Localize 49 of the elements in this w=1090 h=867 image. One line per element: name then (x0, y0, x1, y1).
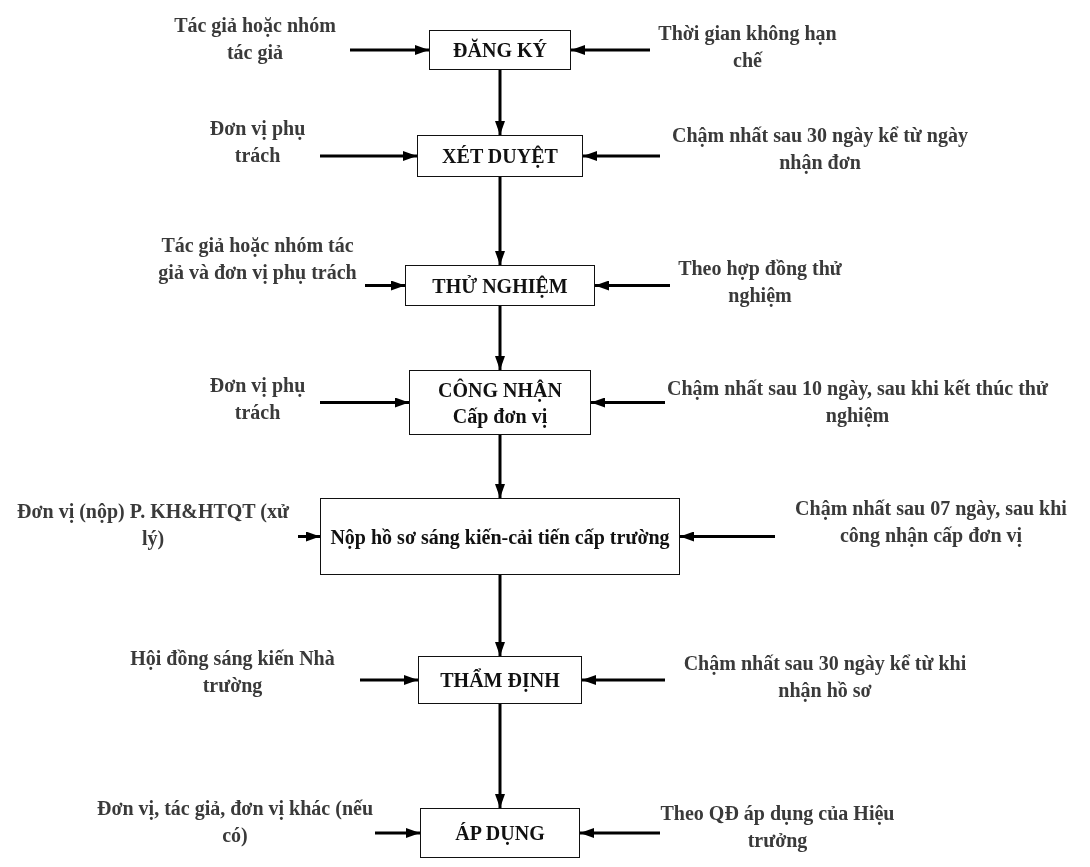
process-box (429, 30, 571, 70)
annotation-text: Chậm nhất sau 07 ngày, sau khi công nhận cấp đơn vị (775, 495, 1087, 549)
step-title: THỬ NGHIỆM (432, 273, 568, 299)
arrow (583, 151, 660, 161)
arrow (298, 531, 320, 542)
step-title: CÔNG NHẬN (438, 377, 562, 403)
arrow (375, 828, 420, 838)
arrow (320, 397, 409, 408)
annotation-text: Theo QĐ áp dụng của Hiệu trưởng (660, 800, 895, 854)
step-title: ÁP DỤNG (455, 821, 545, 846)
annotation-text: Tác giả hoặc nhóm tác giả và đơn vị phụ trách (150, 232, 365, 286)
annotation-text: Tác giả hoặc nhóm tác giả (160, 12, 350, 66)
arrow (495, 435, 505, 498)
arrow (495, 70, 505, 135)
annotation-text: Đơn vị (nộp) P. KH&HTQT (xử lý) (8, 498, 298, 552)
arrow (680, 531, 775, 542)
arrow (595, 280, 670, 291)
arrow (591, 397, 665, 408)
arrow (350, 45, 429, 55)
step-title: THẨM ĐỊNH (440, 667, 560, 693)
arrow (320, 151, 417, 161)
process-box (417, 135, 583, 177)
annotation-text: Đơn vị, tác giả, đơn vị khác (nếu có) (95, 795, 375, 849)
arrow (360, 675, 418, 685)
annotation-text: Chậm nhất sau 30 ngày kể từ khi nhận hồ sơ (665, 650, 985, 704)
annotation-text: Đơn vị phụ trách (195, 115, 320, 169)
process-box (320, 498, 680, 575)
annotation-text: Chậm nhất sau 30 ngày kể từ ngày nhận đơn (660, 122, 980, 176)
step-subtitle: Cấp đơn vị (452, 403, 548, 429)
step-title: Nộp hồ sơ sáng kiến-cải tiến cấp trường (330, 524, 670, 550)
process-box (405, 265, 595, 306)
arrow (495, 575, 505, 656)
annotation-text: Theo hợp đồng thử nghiệm (670, 255, 850, 309)
arrow (582, 675, 665, 685)
arrow (495, 704, 505, 808)
arrow (495, 177, 505, 265)
process-box (418, 656, 582, 704)
process-box (409, 370, 591, 435)
annotation-text: Thời gian không hạn chế (650, 20, 845, 74)
arrow (495, 306, 505, 370)
step-title: XÉT DUYỆT (442, 144, 558, 169)
annotation-text: Hội đồng sáng kiến Nhà trường (105, 645, 360, 699)
process-box (420, 808, 580, 858)
arrow (571, 45, 650, 55)
annotation-text: Chậm nhất sau 10 ngày, sau khi kết thúc thử nghiệm (665, 375, 1050, 429)
annotation-text: Đơn vị phụ trách (195, 372, 320, 426)
arrow (580, 828, 660, 838)
step-title: ĐĂNG KÝ (453, 37, 547, 63)
arrow (365, 280, 405, 291)
